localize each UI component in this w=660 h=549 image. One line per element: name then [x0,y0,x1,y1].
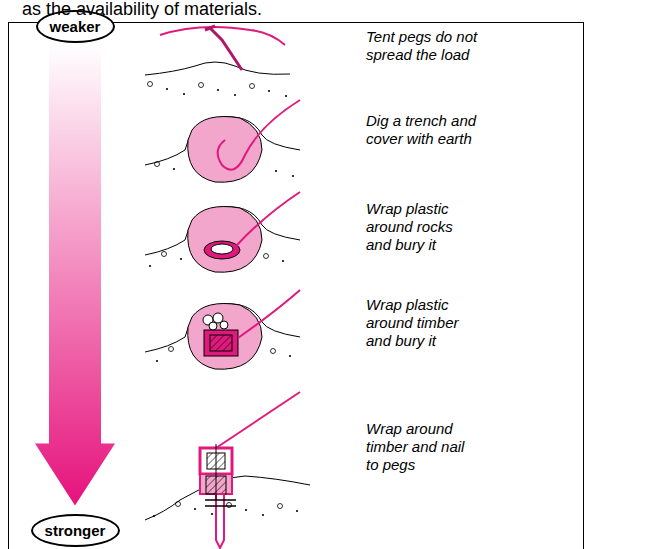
soil-texture [148,82,298,517]
node-text: stronger [45,522,106,539]
tent-peg-figure [145,26,290,75]
trench-figure [145,100,300,182]
caption: Tent pegs do not spread the load [366,28,478,64]
node-text: weaker [50,18,101,35]
caption: Wrap plastic around timber and bury it [366,296,484,350]
caption: Dig a trench and cover with earth [366,112,478,148]
cut-off-text: as the availability of materials. [22,0,262,18]
rock-anchor-figure [145,192,300,272]
timber-anchor-figure [145,290,300,369]
nailed-timber-figure [145,392,310,548]
oval-label: stronger [31,514,120,547]
strength-arrow [35,45,115,506]
caption: Wrap around timber and nail to pegs [366,420,478,474]
caption: Wrap plastic around rocks and bury it [366,200,478,254]
